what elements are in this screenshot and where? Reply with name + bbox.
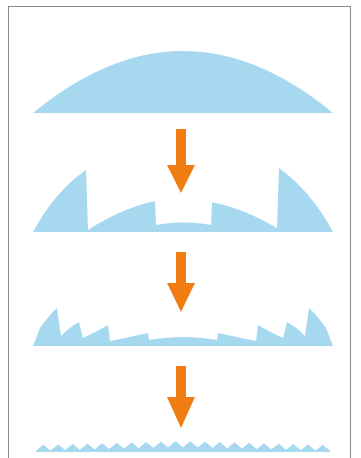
arrow-2 [167,252,195,312]
stage-4-fresnel-fine [36,441,330,452]
stage-1-plano-convex-lens [33,51,333,113]
arrow-3 [167,366,195,428]
stage-2-lens-rings-cut [33,168,333,232]
arrow-1 [167,129,195,193]
stage-3-fresnel-coarse [33,308,333,346]
